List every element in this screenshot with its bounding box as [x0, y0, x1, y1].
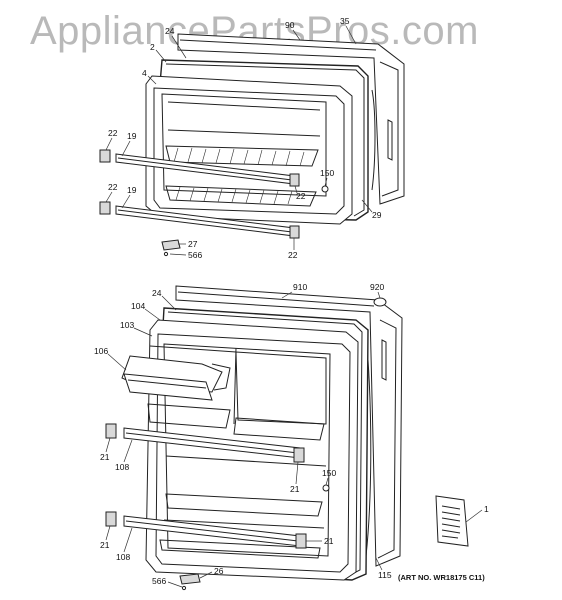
callout-l1: 1: [484, 504, 489, 514]
callout-l910: 910: [293, 282, 307, 292]
fresh-food-bar-cap-left-lower: [105, 511, 117, 527]
callout-u2: 2: [150, 42, 155, 52]
callout-l920: 920: [370, 282, 384, 292]
callout-u22a: 22: [108, 128, 118, 138]
callout-l21d: 21: [100, 540, 110, 550]
literature-card: [435, 495, 469, 547]
freezer-bar-cap-left-lower: [99, 201, 111, 215]
callout-l108b: 108: [116, 552, 130, 562]
fresh-food-washer: [373, 297, 387, 307]
fresh-food-hinge-screw: [181, 585, 187, 591]
freezer-lower-shelf-hatch: [175, 186, 293, 205]
callout-l26: 26: [214, 566, 224, 576]
fresh-food-hinge-plate: [179, 573, 201, 585]
callout-l103: 103: [120, 320, 134, 330]
freezer-hinge-screw: [163, 251, 169, 257]
callout-u27: 27: [188, 239, 198, 249]
fresh-food-screw: [322, 484, 330, 492]
callout-l106: 106: [94, 346, 108, 356]
freezer-callouts: 90 35 24 2 4 22 19 22 19 150 22 29 22: [105, 16, 382, 260]
callout-u29: 29: [372, 210, 382, 220]
callout-u4: 4: [142, 68, 147, 78]
callout-l150: 150: [322, 468, 336, 478]
freezer-bar-cap-left-upper: [99, 149, 111, 163]
callout-u90: 90: [285, 20, 295, 30]
fresh-food-door-assembly: [105, 285, 469, 591]
callout-u35: 35: [340, 16, 350, 26]
callout-l115: 115: [378, 570, 392, 580]
art-number-label: (ART NO. WR18175 C11): [398, 573, 485, 582]
freezer-bar-cap-right-lower: [289, 225, 300, 239]
freezer-outer-door: [177, 33, 405, 205]
callout-u22c: 22: [296, 191, 306, 201]
freezer-door-assembly: [99, 33, 405, 257]
callout-u24: 24: [165, 26, 175, 36]
fresh-food-bar-cap-right-upper: [293, 447, 305, 463]
dairy-compartment-door: [123, 373, 213, 401]
callout-l566: 566: [152, 576, 166, 586]
callout-u22d: 22: [288, 250, 298, 260]
fresh-food-bar-cap-right-lower: [295, 533, 307, 549]
callout-u19a: 19: [127, 131, 137, 141]
freezer-upper-shelf-hatch: [173, 147, 305, 167]
callout-u150: 150: [320, 168, 334, 178]
freezer-hinge-plate: [161, 239, 181, 251]
callout-l21a: 21: [100, 452, 110, 462]
callout-l21c: 21: [324, 536, 334, 546]
fresh-food-callouts: 910 920 24 104 103 106 21 108 21 150 21 …: [94, 282, 489, 588]
freezer-bar-cap-right-upper: [289, 173, 300, 187]
callout-l104: 104: [131, 301, 145, 311]
callout-u19b: 19: [127, 185, 137, 195]
callout-u22b: 22: [108, 182, 118, 192]
fresh-food-bar-cap-left-upper: [105, 423, 117, 439]
callout-l24: 24: [152, 288, 162, 298]
callout-l21b: 21: [290, 484, 300, 494]
callout-u566: 566: [188, 250, 202, 260]
callout-l108a: 108: [115, 462, 129, 472]
freezer-screw: [321, 185, 329, 193]
